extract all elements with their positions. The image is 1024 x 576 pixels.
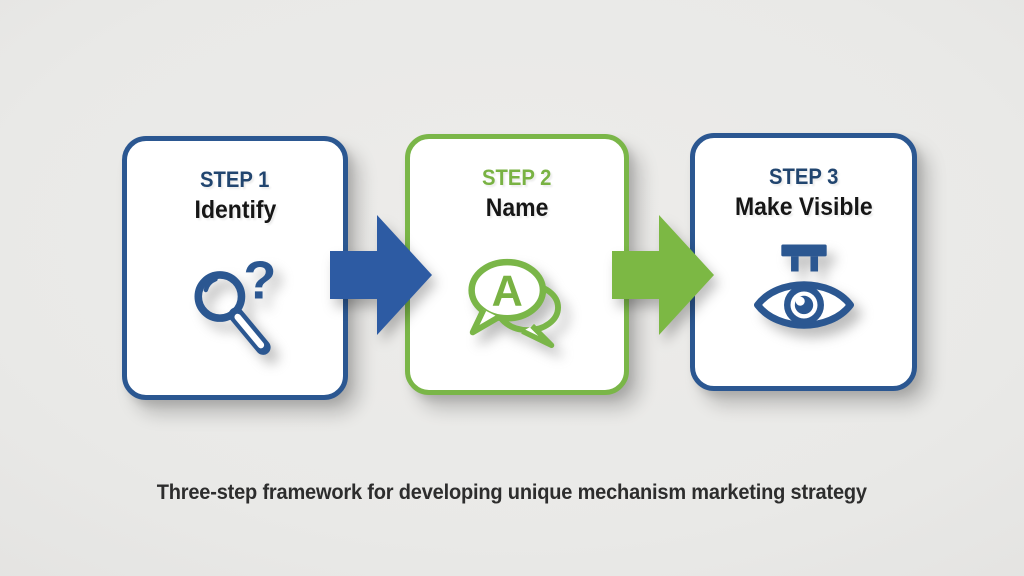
eye-visibility-icon [750,236,858,348]
magnifier-question-svg: ? [194,251,276,355]
step-label: STEP 3 [768,164,839,189]
step-card-3: STEP 3 Make Visible [690,133,917,391]
speech-bubbles-icon: A [463,245,571,357]
sign-leg-right [809,256,818,272]
step-title: Identify [194,196,276,224]
step-title: Name [485,194,549,222]
step-title: Make Visible [734,193,873,221]
arrow-right-icon [612,215,714,335]
step-card-1: STEP 1 Identify ? [122,136,348,400]
back-bubble-tail [521,323,555,348]
arrow-shape [330,215,432,335]
arrow-right-icon [330,215,432,335]
magnifier-question-icon: ? [181,247,289,359]
caption-text: Three-step framework for developing uniq… [156,480,868,504]
main-bubble [468,258,547,322]
question-mark-glyph: ? [243,251,276,311]
main-bubble-tail [469,308,501,336]
arrow-shape [612,215,714,335]
lens-highlight [203,277,218,293]
magnifier-handle-inner [234,313,265,349]
letter-a-glyph: A [492,267,523,315]
step-label: STEP 2 [482,165,552,190]
step-card-2: STEP 2 Name A [405,134,629,395]
sign-bar [780,244,827,257]
magnifier-lens [194,271,246,322]
step-label: STEP 1 [200,167,270,192]
caption: Three-step framework for developing uniq… [0,480,1024,505]
speech-bubbles-svg: A [468,258,562,348]
eye-visibility-svg [753,244,854,329]
sign-leg-left [790,256,799,272]
pupil-highlight [795,296,805,306]
